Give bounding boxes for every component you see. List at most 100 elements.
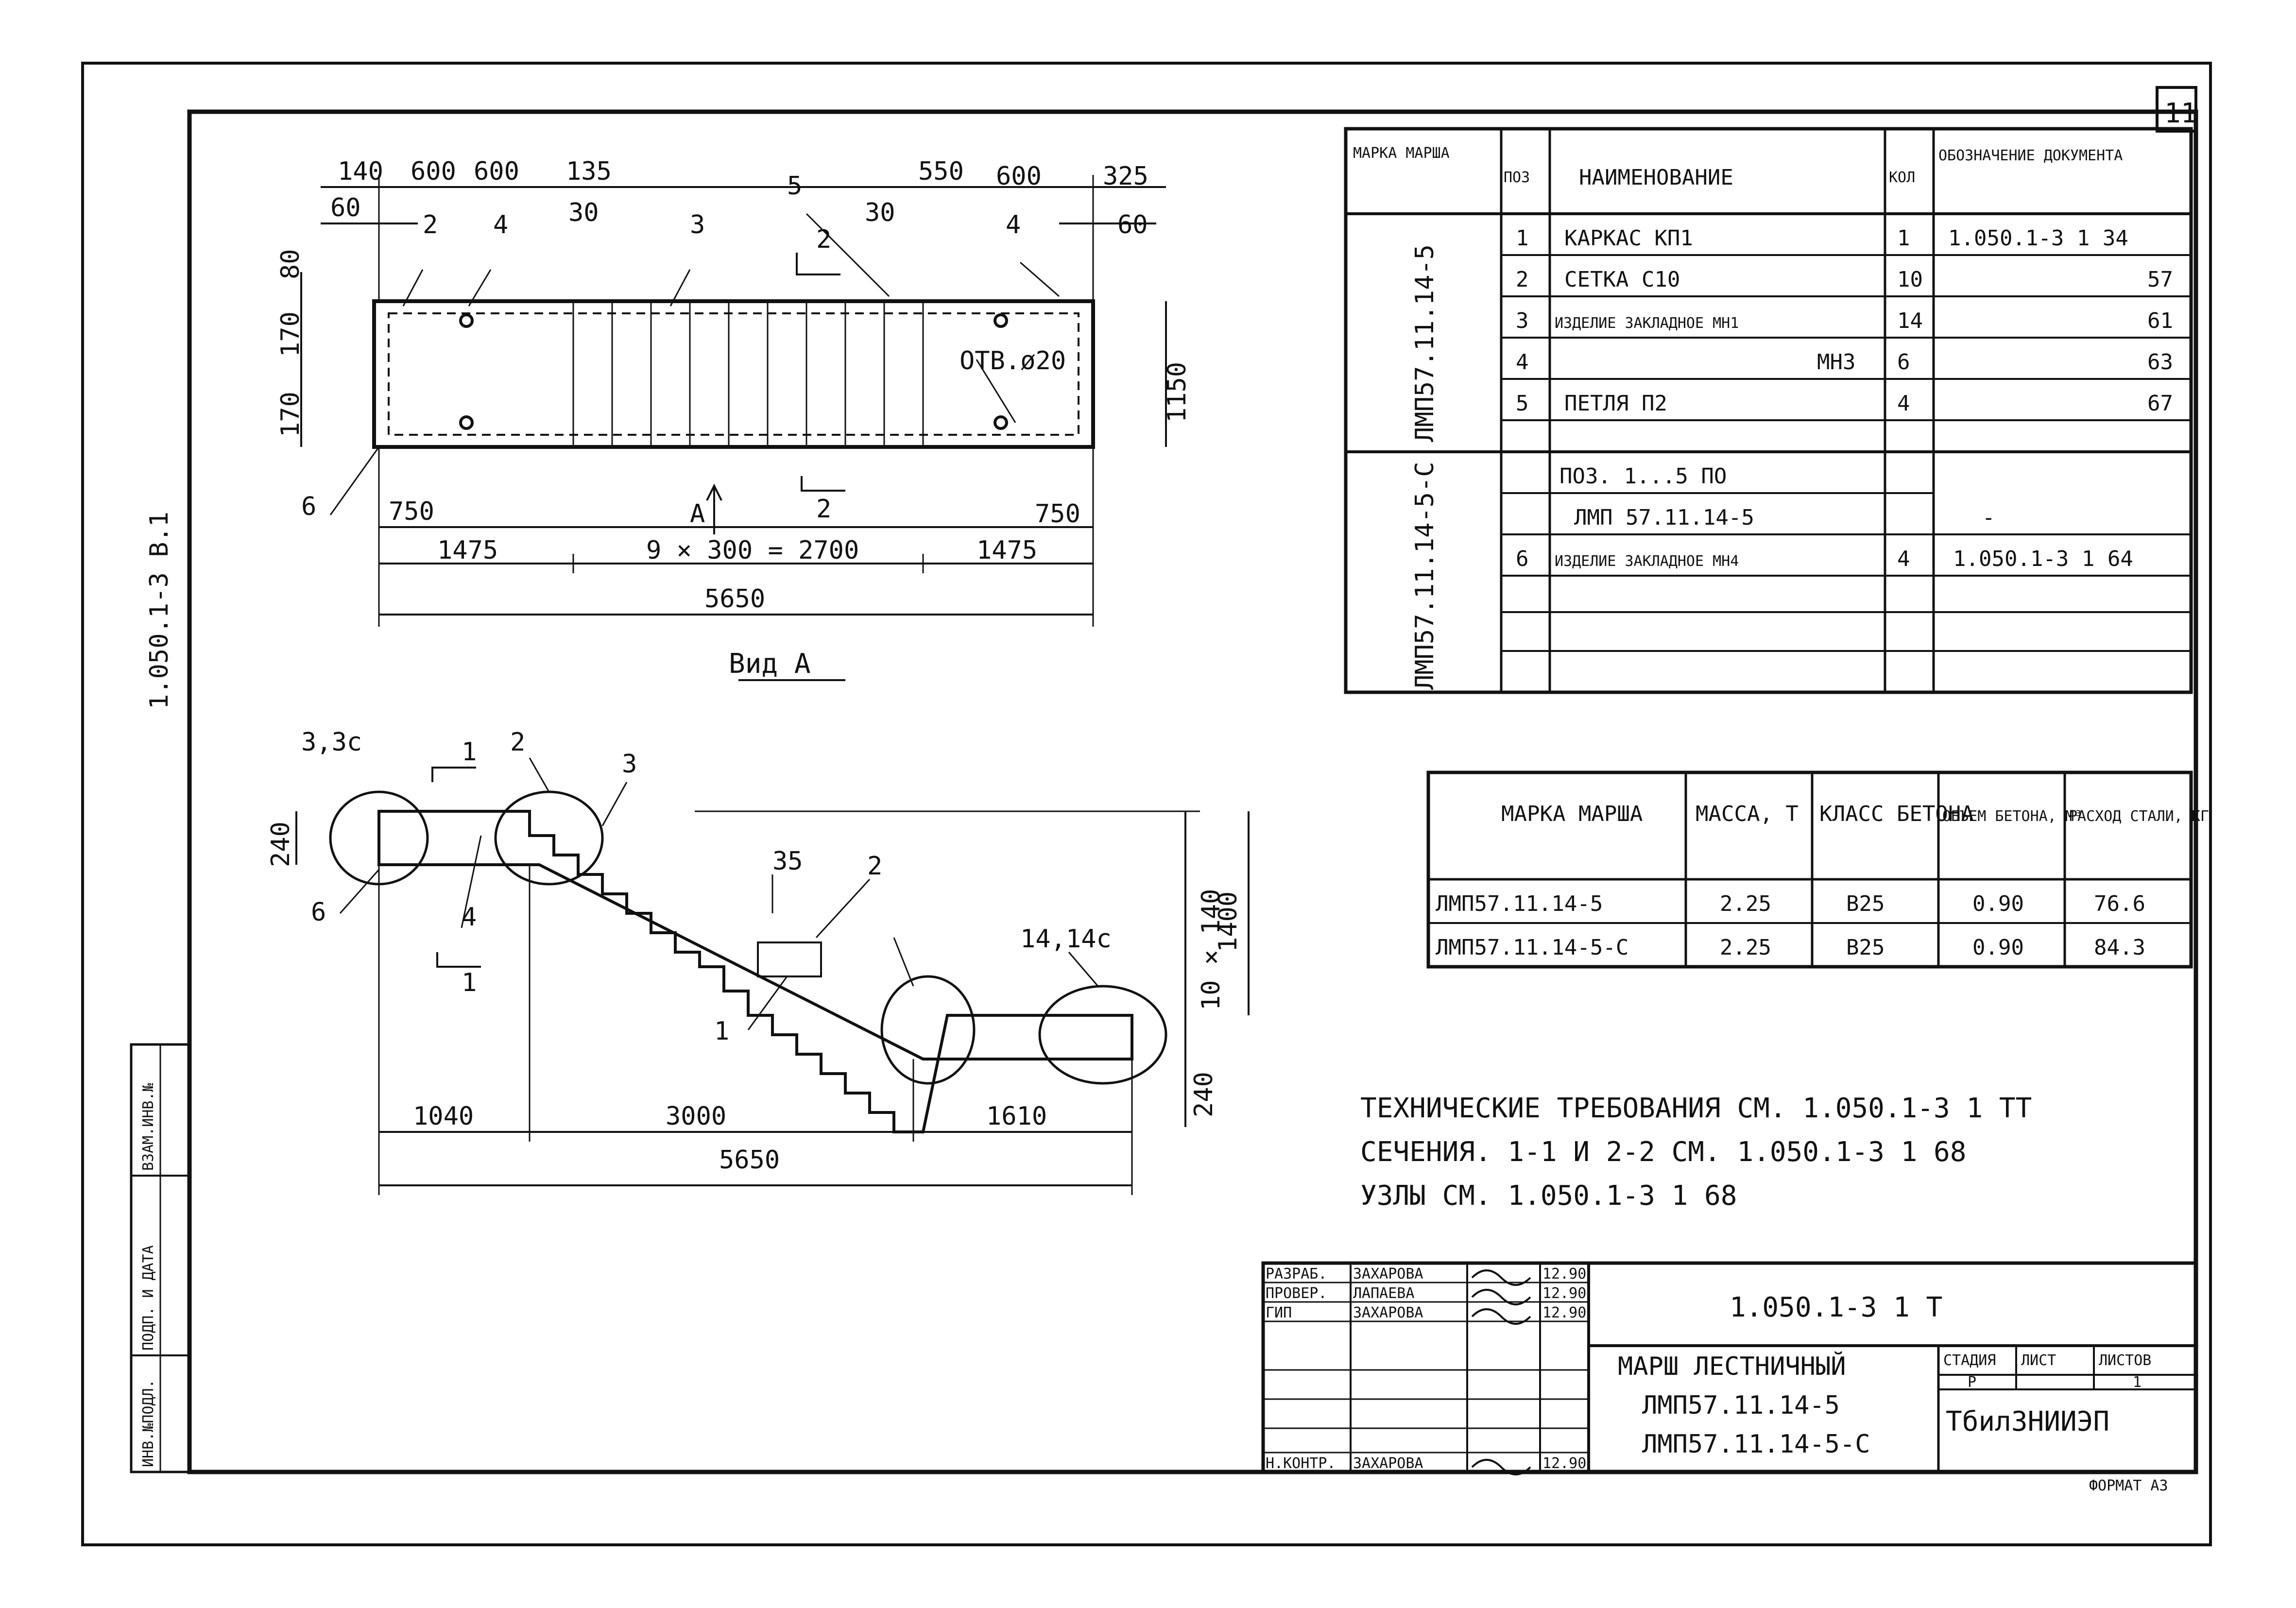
plan-callout: 3 — [690, 210, 705, 239]
spec-name: СЕТКА С10 — [1564, 267, 1680, 292]
plan-left-dim: 170 — [276, 392, 305, 437]
tb-name: ЗАХАРОВА — [1353, 1304, 1423, 1321]
tb-stage-label: СТАДИЯ — [1943, 1352, 1996, 1369]
plan-left-dim: 170 — [276, 311, 305, 357]
plan-bottom-small-dim: 750 — [1035, 499, 1080, 529]
section-bottom-dim: 1610 — [986, 1102, 1047, 1131]
spec-doc: 67 — [2147, 391, 2173, 416]
mass-cell: 2.25 — [1720, 935, 1771, 960]
view-arrow-label: А — [690, 499, 705, 529]
outer-frame — [81, 62, 2212, 1546]
plan-bottom-small-dim: 750 — [389, 497, 434, 526]
spec-doc: - — [1982, 505, 1995, 530]
plan-total-dim: 5650 — [704, 584, 765, 614]
tb-title-line: МАРШ ЛЕСТНИЧНЫЙ — [1618, 1351, 1846, 1381]
inner-frame — [187, 109, 2198, 1474]
tb-date: 12.90 — [1542, 1304, 1586, 1321]
section-mark-label: 2 — [816, 225, 831, 254]
spec-header-name: НАИМЕНОВАНИЕ — [1579, 165, 1733, 190]
plan-side-dim: 30 — [865, 198, 895, 227]
spec-doc: 57 — [2147, 267, 2173, 292]
spec-pos: 1 — [1516, 226, 1529, 251]
section-callout: 6 — [311, 898, 326, 927]
mass-table-grid — [1426, 770, 2193, 969]
spec-pos: 4 — [1516, 350, 1529, 375]
plan-callout: 5 — [787, 171, 802, 201]
section-callout: 2 — [867, 852, 882, 881]
section-left-dim: 240 — [266, 821, 295, 867]
spec-pos: 5 — [1516, 391, 1529, 416]
spec-rows: 1 КАРКАС КП1 1 1.050.1-3 1 34 2 СЕТКА С1… — [1516, 226, 2173, 571]
mass-cell: В25 — [1846, 891, 1885, 916]
section-mark-label: 2 — [816, 495, 831, 524]
signature — [1471, 1289, 1531, 1305]
spec-header-mark: МАРКА МАРША — [1353, 145, 1450, 162]
spec-qty: 4 — [1897, 547, 1910, 571]
plan-top-dim: 600 — [474, 157, 519, 186]
side-stamp-grid — [130, 1043, 191, 1473]
section-callout: 14,14с — [1020, 924, 1112, 954]
mass-cell: 0.90 — [1972, 935, 2024, 960]
spec-pos: 6 — [1516, 547, 1529, 571]
tb-date: 12.90 — [1542, 1455, 1586, 1472]
spec-header-doc: ОБОЗНАЧЕНИЕ ДОКУМЕНТА — [1938, 147, 2123, 164]
section-right-dim: 1400 — [1214, 891, 1243, 952]
plan-view — [300, 175, 1167, 681]
plan-side-dim: 60 — [1117, 210, 1148, 239]
spec-name: ПОЗ. 1...5 ПО — [1559, 464, 1727, 489]
mass-cell: ЛМП57.11.14-5-С — [1436, 935, 1628, 960]
spec-qty: 14 — [1897, 308, 1923, 333]
plan-top-dim: 600 — [996, 162, 1042, 191]
tb-role: ГИП — [1266, 1304, 1292, 1321]
note-line: ТЕХНИЧЕСКИЕ ТРЕБОВАНИЯ СМ. 1.050.1-3 1 Т… — [1360, 1093, 2032, 1124]
spec-name: КАРКАС КП1 — [1564, 226, 1693, 251]
plan-left-dim: 80 — [276, 249, 305, 279]
side-stamp-label: ВЗАМ.ИНВ.№ — [140, 1083, 157, 1171]
mass-cell: В25 — [1846, 935, 1885, 960]
spec-group1-mark: ЛМП57.11.14-5 — [1410, 244, 1439, 442]
mass-cell: 76.6 — [2094, 891, 2145, 916]
section-callout: 3 — [622, 750, 637, 779]
mass-header: КЛАСС БЕТОНА — [1819, 802, 1974, 826]
section-right-dim: 240 — [1189, 1072, 1218, 1117]
mass-cell: ЛМП57.11.14-5 — [1436, 891, 1603, 916]
side-code: 1.050.1-3 В.1 — [145, 512, 174, 709]
section-callout: 1 — [462, 737, 477, 767]
section-callout: 35 — [772, 847, 803, 876]
plan-callout: 6 — [301, 492, 316, 521]
plan-top-dim: 600 — [411, 157, 456, 186]
spec-table-grid — [1344, 127, 2193, 694]
side-stamp-label: ПОДП. И ДАТА — [140, 1245, 157, 1351]
spec-name: ПЕТЛЯ П2 — [1564, 391, 1667, 416]
plan-top-dim: 140 — [338, 157, 383, 186]
section-right-dim: 10 × 140 — [1197, 889, 1226, 1010]
mass-header: ОБЪЕМ БЕТОНА, М³ — [1942, 808, 2083, 825]
spec-doc: 1.050.1-3 1 64 — [1953, 547, 2133, 571]
tb-name: ЛАПАЕВА — [1353, 1285, 1414, 1302]
tb-sheet-label: ЛИСТ — [2021, 1352, 2056, 1369]
mass-cell: 0.90 — [1972, 891, 2024, 916]
spec-doc: 1.050.1-3 1 34 — [1948, 226, 2128, 251]
spec-qty: 10 — [1897, 267, 1923, 292]
section-callout: 2 — [510, 728, 525, 757]
spec-doc: 61 — [2147, 308, 2173, 333]
section-total-dim: 5650 — [719, 1146, 780, 1175]
spec-name: ИЗДЕЛИЕ ЗАКЛАДНОЕ МН1 — [1555, 315, 1739, 332]
tb-date: 12.90 — [1542, 1285, 1586, 1302]
hole-label: ОТВ.ø20 — [960, 346, 1066, 376]
sheet-number: 11 — [2164, 98, 2197, 129]
tb-org: ТбилЗНИИЭП — [1946, 1406, 2109, 1437]
sheet-number-box — [2156, 86, 2197, 133]
section-callout: 1 — [714, 1017, 729, 1046]
mass-header: МАРКА МАРША — [1501, 802, 1643, 826]
section-callout: 3,3с — [301, 728, 362, 757]
spec-header-pos: ПОЗ — [1504, 169, 1530, 186]
plan-callout: 4 — [493, 210, 508, 239]
spec-pos: 3 — [1516, 308, 1529, 333]
signature — [1471, 1308, 1531, 1325]
tb-name: ЗАХАРОВА — [1353, 1455, 1423, 1472]
tb-role: РАЗРАБ. — [1266, 1266, 1327, 1283]
plan-top-dim: 550 — [918, 157, 964, 186]
view-title: Вид А — [729, 648, 811, 680]
